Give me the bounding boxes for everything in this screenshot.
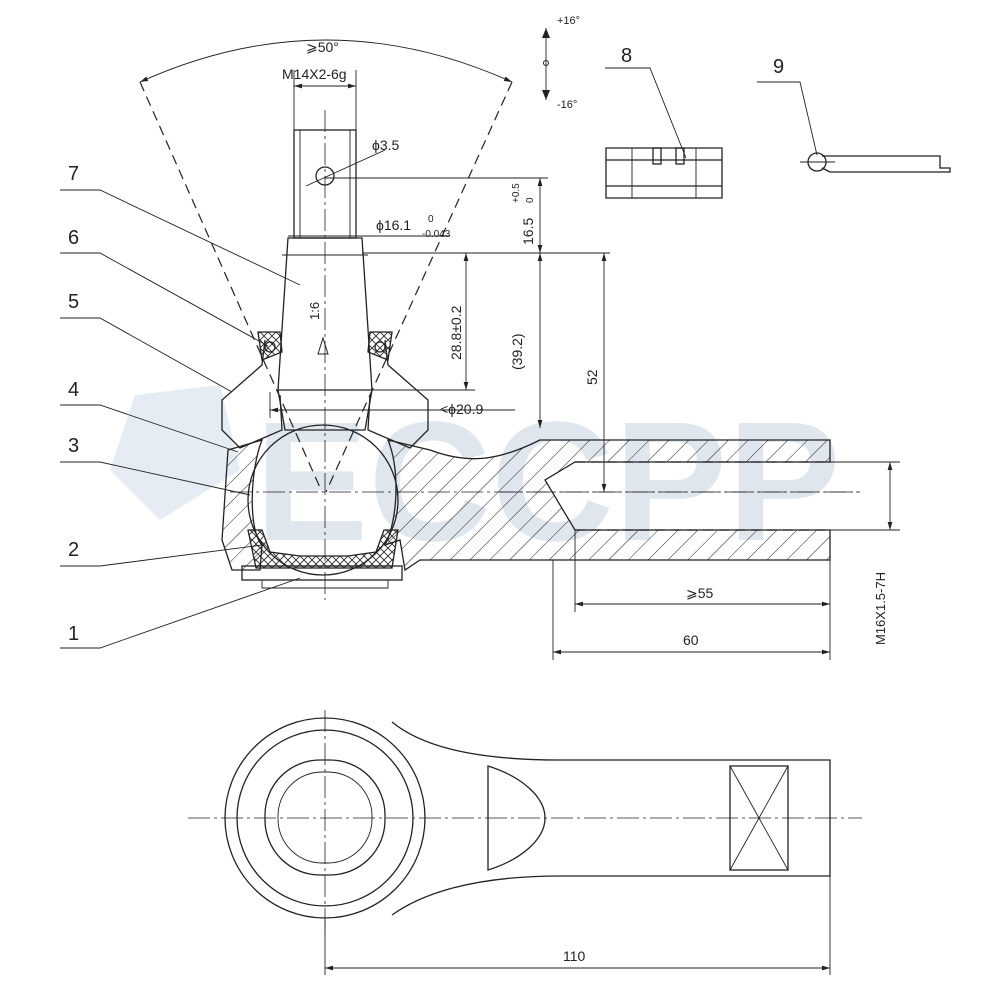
dim-shank-tol-upper: 0 bbox=[428, 214, 434, 225]
dim-hole-dia: ϕ3.5 bbox=[372, 137, 400, 153]
dim-height-pin-tol-lower: 0 bbox=[525, 197, 536, 203]
dimensions: ⩾50° M14X2-6g ϕ3.5 ϕ16.1 0 -0.043 1:6 16… bbox=[269, 15, 900, 975]
callouts: 1 2 3 4 5 6 7 8 9 bbox=[60, 45, 818, 649]
dust-boot-right bbox=[367, 339, 429, 449]
dim-angle: ⩾50° bbox=[306, 39, 339, 55]
callout-4: 4 bbox=[68, 379, 79, 401]
dim-body-length: 60 bbox=[683, 632, 699, 648]
bearing-insert bbox=[247, 529, 399, 569]
dim-thread-socket: M16X1.5-7H bbox=[873, 572, 888, 645]
cotter-pin bbox=[800, 152, 951, 173]
dust-boot-left bbox=[221, 339, 283, 449]
callout-2: 2 bbox=[68, 539, 79, 561]
callout-3: 3 bbox=[68, 435, 79, 457]
dim-ref-length: (39.2) bbox=[509, 333, 525, 370]
dim-thread-stud: M14X2-6g bbox=[282, 66, 347, 82]
dim-thread-depth: ⩾55 bbox=[686, 585, 714, 601]
callout-9: 9 bbox=[773, 56, 784, 78]
side-view bbox=[139, 39, 860, 600]
arm-outline bbox=[391, 721, 831, 916]
callout-7: 7 bbox=[68, 163, 79, 185]
dim-shank-dia: ϕ16.1 bbox=[376, 217, 411, 233]
dim-height-pin-tol-upper: +0.5 bbox=[511, 183, 522, 203]
callout-6: 6 bbox=[68, 227, 79, 249]
dim-shank-tol-lower: -0.043 bbox=[422, 229, 451, 240]
callout-8: 8 bbox=[621, 45, 632, 67]
callout-1: 1 bbox=[68, 623, 79, 645]
bottom-plate bbox=[241, 565, 403, 581]
dim-taper-dia: <ϕ20.9 bbox=[440, 401, 483, 417]
dim-overall-length: 110 bbox=[563, 948, 586, 964]
dim-angle-plus: +16° bbox=[557, 15, 580, 27]
dim-height-pin: 16.5 bbox=[520, 218, 536, 245]
dim-taper: 1:6 bbox=[307, 302, 322, 320]
castle-nut bbox=[605, 147, 723, 199]
dim-taper-length: 28.8±0.2 bbox=[448, 305, 464, 360]
dim-total-height: 52 bbox=[584, 369, 600, 385]
dim-angle-minus: -16° bbox=[557, 99, 577, 111]
callout-5: 5 bbox=[68, 291, 79, 313]
top-view bbox=[188, 710, 862, 930]
